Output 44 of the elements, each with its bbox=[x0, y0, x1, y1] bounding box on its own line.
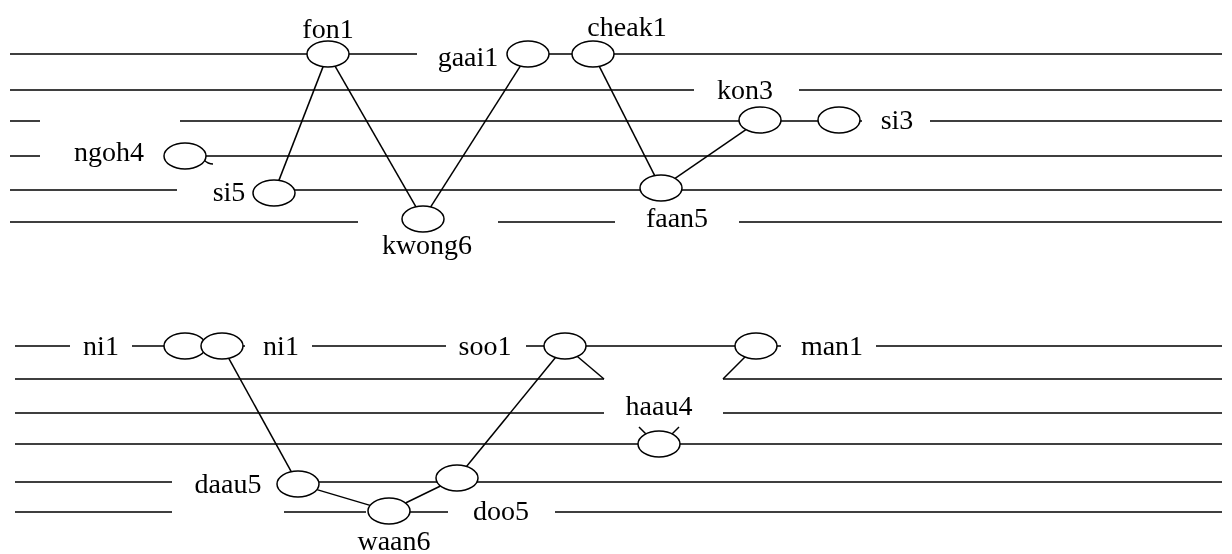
syllable-label: ni1 bbox=[83, 332, 119, 360]
note-oval bbox=[200, 332, 244, 360]
syllable-label: fon1 bbox=[302, 15, 354, 43]
connector-line bbox=[404, 485, 442, 504]
connector-line bbox=[722, 356, 746, 380]
connector-line bbox=[465, 356, 557, 468]
note-oval bbox=[734, 332, 778, 360]
connector-line bbox=[278, 65, 324, 182]
note-oval bbox=[367, 497, 411, 525]
note-oval bbox=[506, 40, 550, 68]
syllable-label: man1 bbox=[800, 332, 864, 360]
note-oval bbox=[817, 106, 861, 134]
syllable-label: soo1 bbox=[458, 332, 512, 360]
syllable-label: gaai1 bbox=[437, 43, 499, 71]
syllable-label: kon3 bbox=[717, 76, 773, 104]
note-oval bbox=[571, 40, 615, 68]
syllable-label: daau5 bbox=[194, 470, 262, 498]
syllable-label: cheak1 bbox=[587, 13, 667, 41]
note-oval bbox=[276, 470, 320, 498]
syllable-label: waan6 bbox=[357, 527, 431, 554]
note-oval bbox=[435, 464, 479, 492]
note-oval bbox=[637, 430, 681, 458]
note-oval bbox=[401, 205, 445, 233]
note-oval bbox=[252, 179, 296, 207]
syllable-label: ngoh4 bbox=[74, 138, 144, 166]
syllable-label: ni1 bbox=[263, 332, 299, 360]
syllable-label: si3 bbox=[880, 106, 914, 134]
connector-line bbox=[598, 65, 656, 177]
syllable-label: doo5 bbox=[473, 497, 529, 525]
syllable-label: haau4 bbox=[625, 392, 693, 420]
connector-line bbox=[576, 355, 605, 380]
connector-line bbox=[334, 65, 417, 208]
note-oval bbox=[163, 142, 207, 170]
note-oval bbox=[543, 332, 587, 360]
note-oval bbox=[738, 106, 782, 134]
syllable-label: faan5 bbox=[645, 204, 709, 232]
connector-line bbox=[674, 128, 747, 180]
note-oval bbox=[639, 174, 683, 202]
connector-line bbox=[316, 488, 371, 507]
syllable-label: kwong6 bbox=[381, 231, 473, 259]
note-oval bbox=[306, 40, 350, 68]
syllable-label: si5 bbox=[212, 178, 246, 206]
connector-line bbox=[228, 357, 292, 473]
connector-line bbox=[429, 65, 522, 208]
